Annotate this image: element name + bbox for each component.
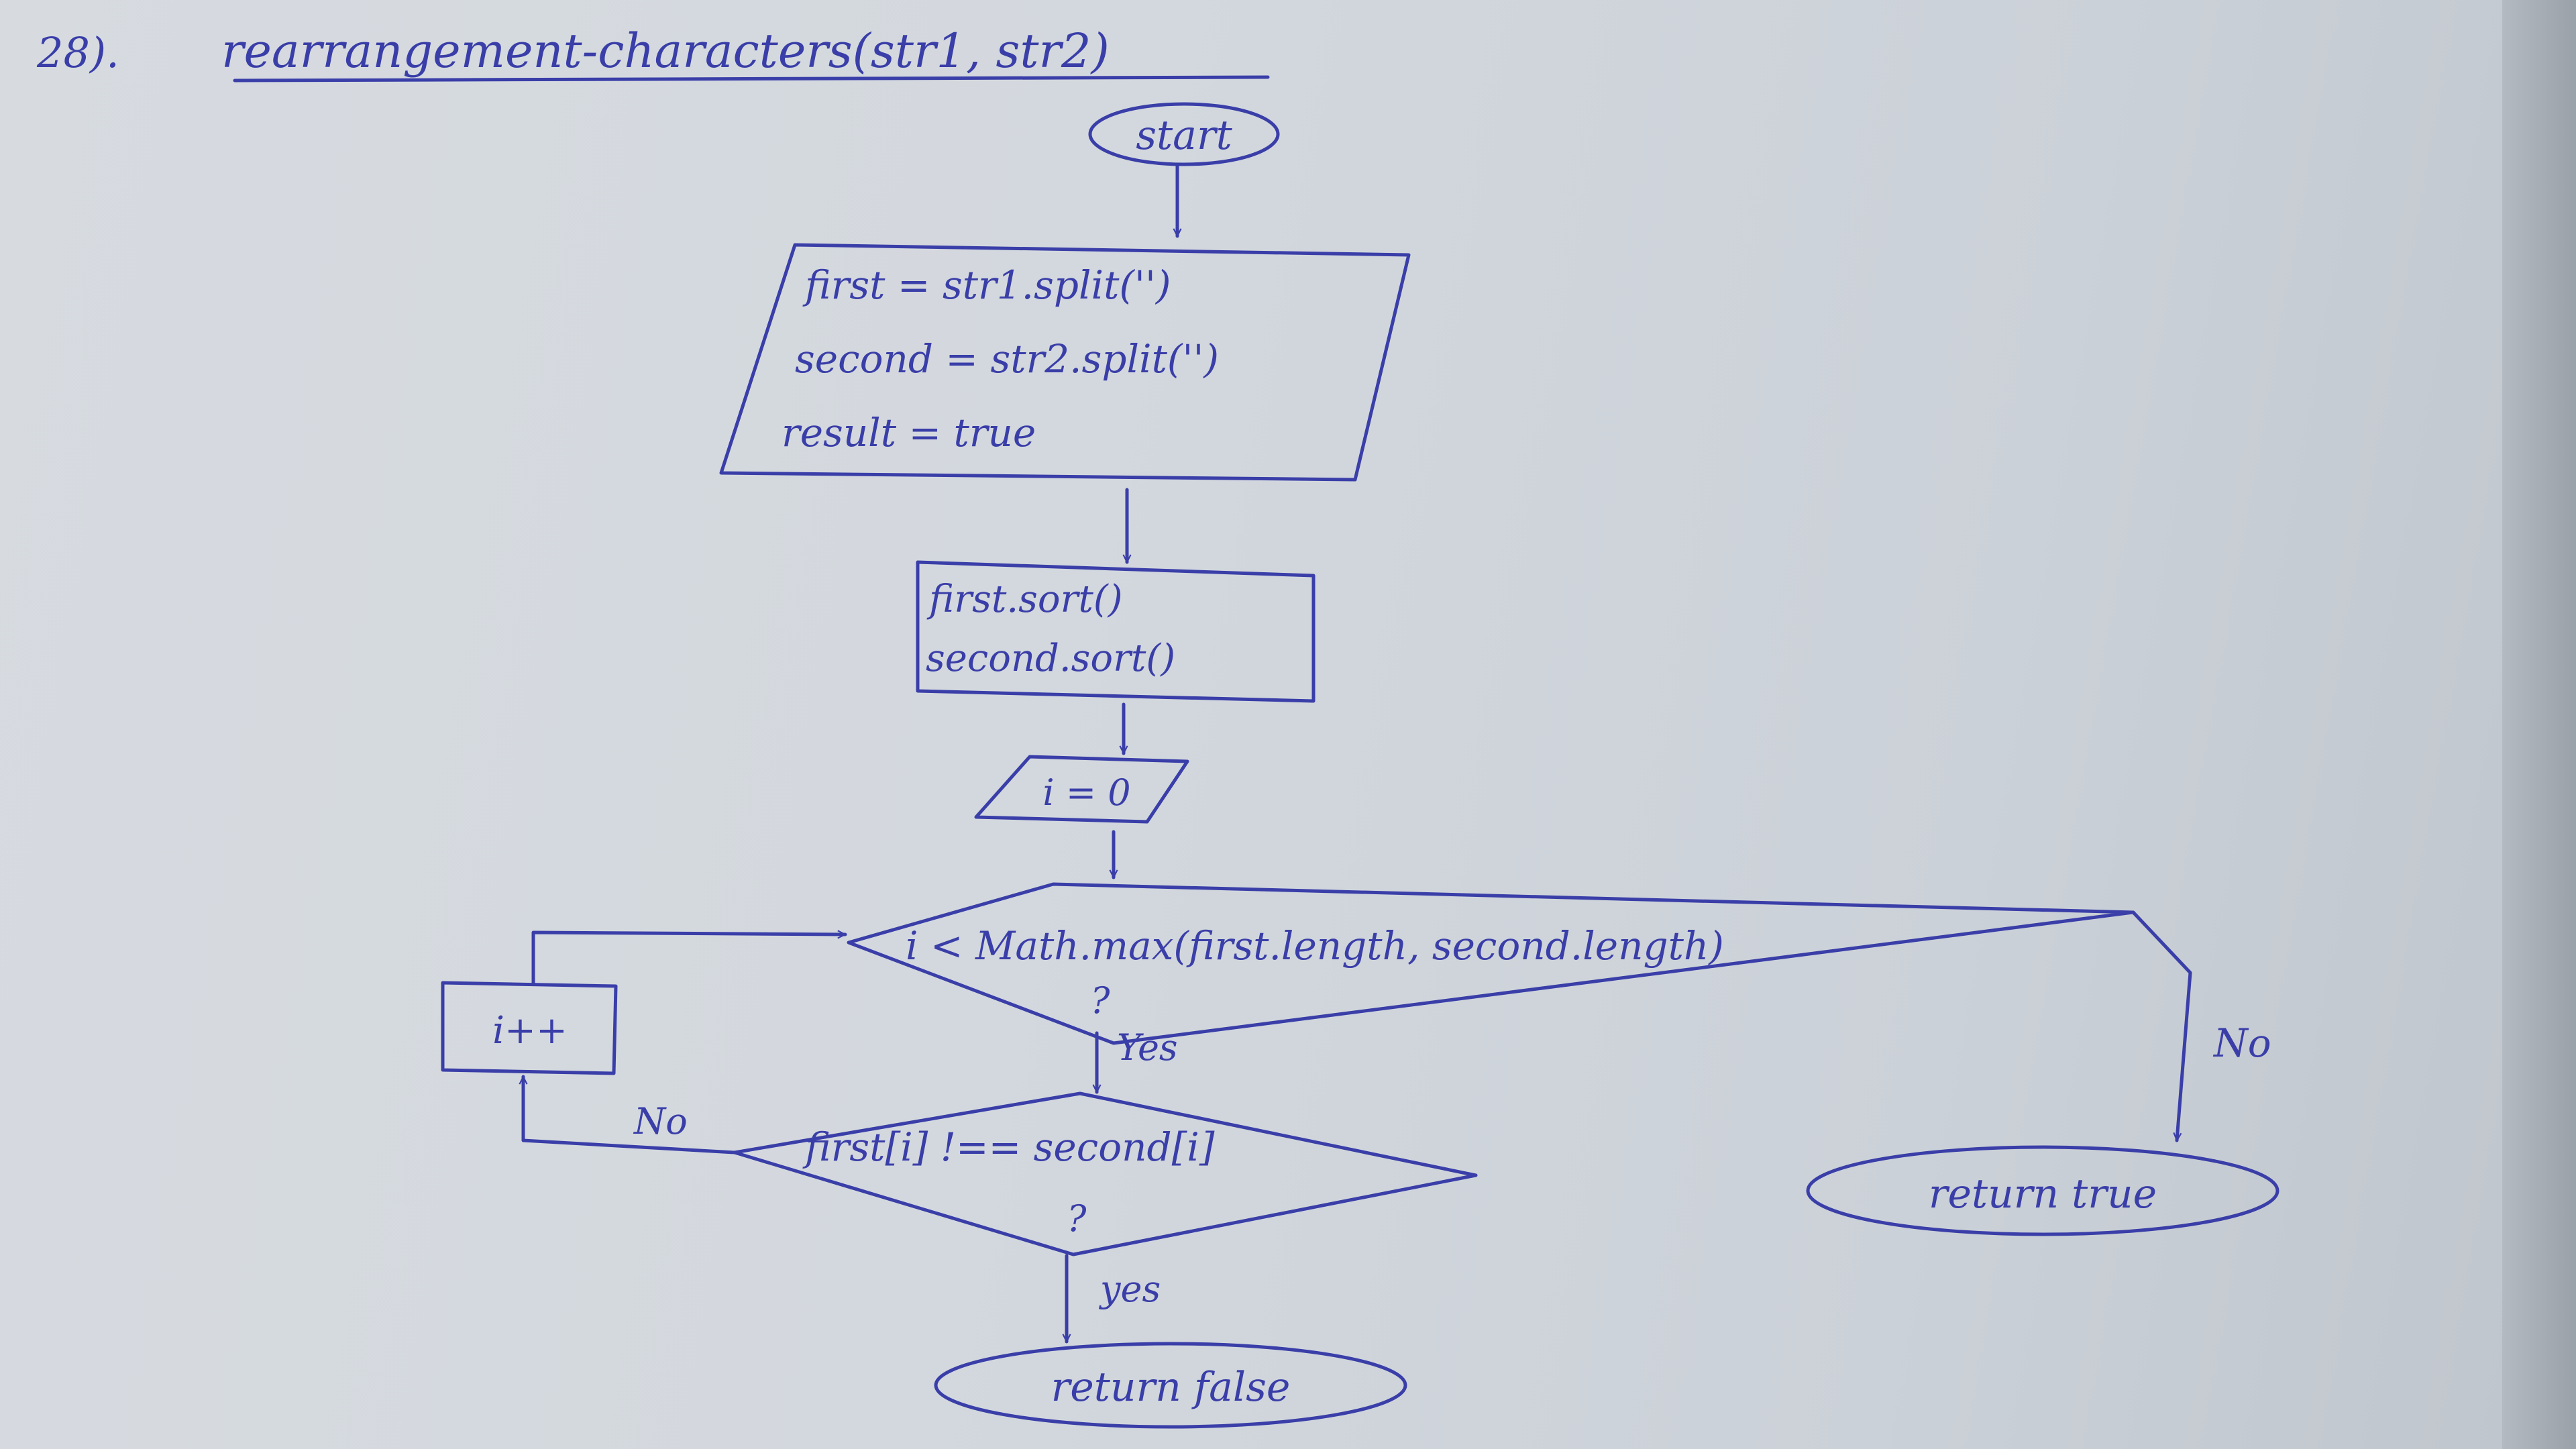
- counter-label: i = 0: [1042, 771, 1130, 814]
- loop-condition-line-2: ?: [1091, 979, 1111, 1022]
- sort-block: [916, 560, 1316, 703]
- return-false-terminal: [934, 1342, 1407, 1429]
- arrow-loop-no: [2131, 910, 2192, 1142]
- start-label: start: [1136, 112, 1232, 159]
- sort-line-1: first.sort(): [926, 578, 1123, 621]
- init-line-2: second = str2.split(''): [795, 336, 1219, 382]
- compare-line-1: first[i] !== second[i]: [802, 1124, 1215, 1170]
- compare-yes-label: yes: [1099, 1268, 1161, 1310]
- increment-label: i++: [492, 1009, 568, 1053]
- loop-yes-label: Yes: [1117, 1026, 1178, 1069]
- compare-decision: [733, 1091, 1478, 1256]
- diagram-number: 28).: [36, 28, 119, 77]
- sort-line-2: second.sort(): [926, 637, 1175, 680]
- return-true-terminal: [1806, 1145, 2279, 1236]
- return-false-label: return false: [1051, 1364, 1291, 1411]
- compare-line-2: ?: [1067, 1197, 1087, 1240]
- init-line-1: first = str1.split(''): [802, 262, 1171, 308]
- diagram-title: rearrangement-characters(str1, str2): [221, 23, 1110, 78]
- title-underline: [233, 75, 1270, 83]
- arrow-compare-no: [523, 1075, 737, 1155]
- arrow-increment-to-loop: [531, 932, 847, 985]
- start-terminal: [1088, 102, 1280, 166]
- init-line-3: result = true: [782, 410, 1036, 455]
- paper-edge-shadow: [2502, 0, 2576, 1449]
- counter-block: [974, 755, 1189, 824]
- increment-block: [441, 981, 618, 1075]
- init-block: [719, 243, 1411, 482]
- return-true-label: return true: [1929, 1171, 2157, 1218]
- loop-no-label: No: [2212, 1020, 2271, 1066]
- loop-condition-line-1: i < Math.max(first.length, second.length…: [906, 923, 1724, 969]
- compare-no-label: No: [633, 1100, 688, 1142]
